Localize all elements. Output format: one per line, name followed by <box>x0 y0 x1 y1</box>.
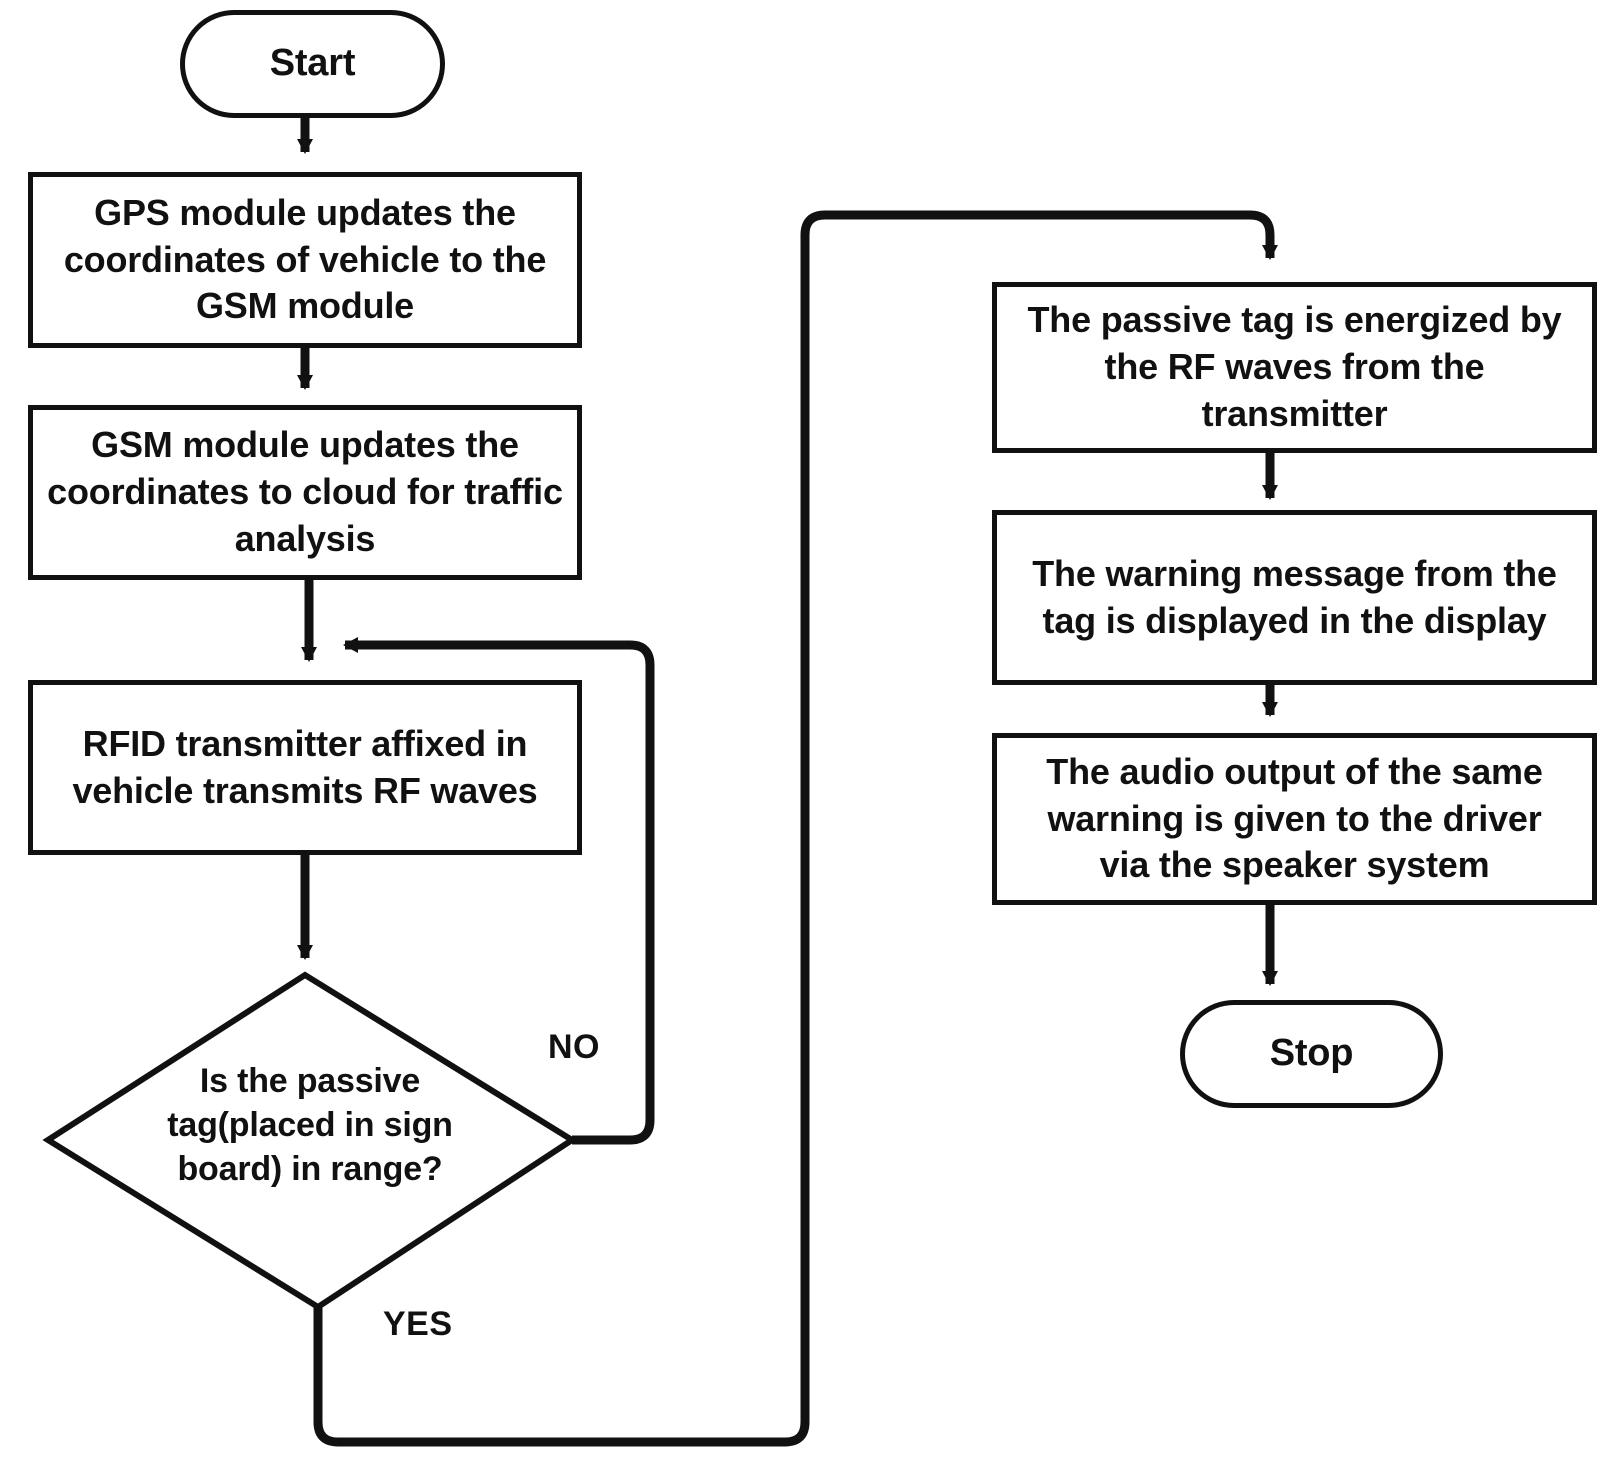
node-audio-output[interactable] <box>992 733 1597 905</box>
node-stop[interactable] <box>1180 1000 1443 1108</box>
node-start[interactable] <box>180 10 445 118</box>
edge-label-no: NO <box>548 1028 600 1066</box>
node-tag-energized[interactable] <box>992 282 1597 453</box>
node-warning-displayed[interactable] <box>992 510 1597 685</box>
node-gps-update[interactable] <box>28 172 582 348</box>
edge-decision-no-loop <box>343 637 655 1145</box>
edge-decision-yes-path <box>313 210 1278 1447</box>
edge-label-yes: YES <box>383 1305 453 1343</box>
node-gsm-update[interactable] <box>28 405 582 580</box>
decision-diamond-shape <box>42 971 578 1311</box>
node-rfid-transmit[interactable] <box>28 680 582 855</box>
